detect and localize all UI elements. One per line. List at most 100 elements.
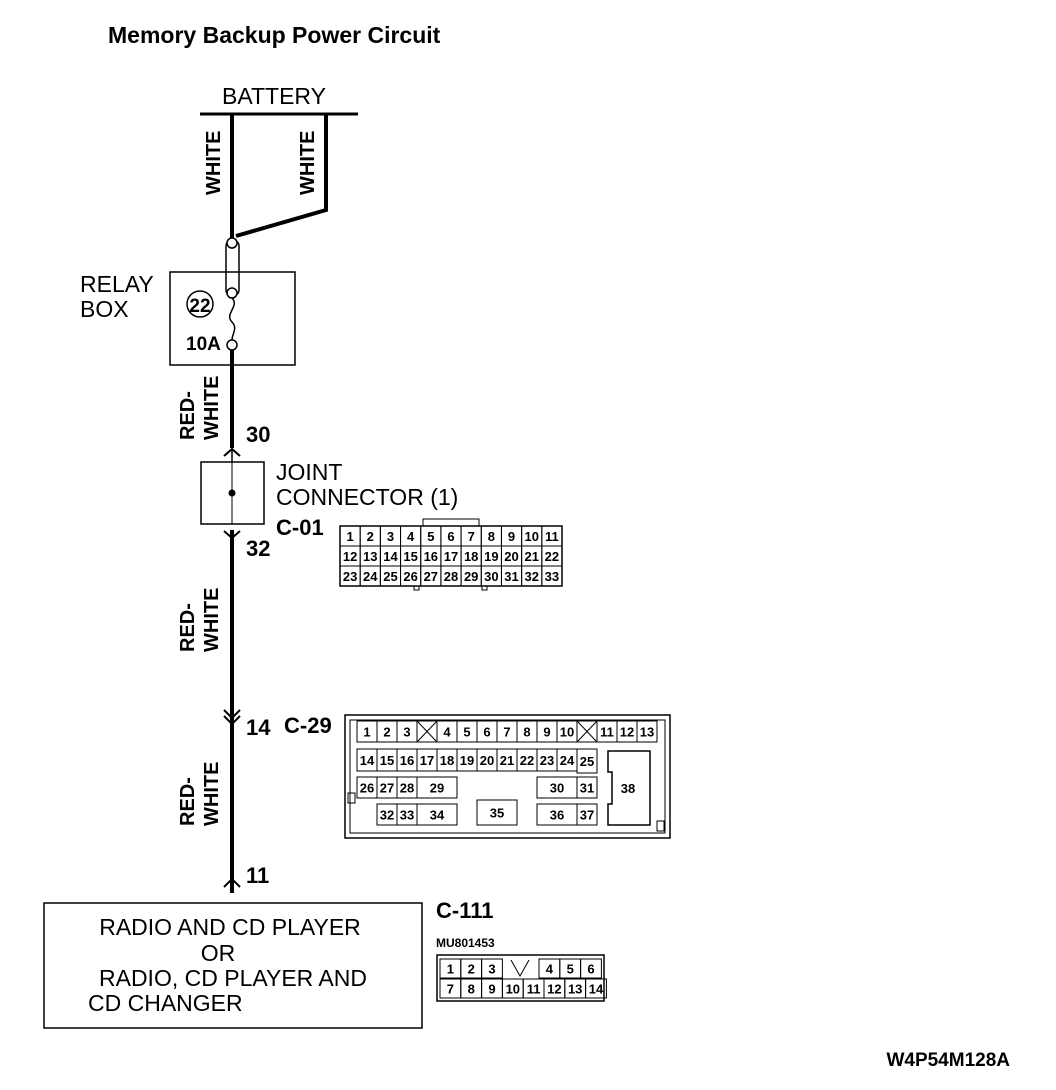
c29-cell-38: 38 — [621, 781, 635, 796]
c01-cell-18: 18 — [464, 549, 478, 564]
c01-cell-25: 25 — [383, 569, 397, 584]
joint-connector: 30 32 JOINT CONNECTOR (1) C-01 — [200, 422, 458, 561]
c01-cell-28: 28 — [444, 569, 458, 584]
c29-cell-6: 6 — [483, 725, 490, 740]
c111-cell-10: 10 — [506, 982, 520, 997]
c111-cell-6: 6 — [587, 962, 594, 977]
c01-cell-9: 9 — [508, 529, 515, 544]
c01-cell-3: 3 — [387, 529, 394, 544]
c29-cell-34-box — [416, 803, 458, 826]
wire-label-red-3: RED- — [177, 777, 199, 826]
c01-cell-2: 2 — [367, 529, 374, 544]
battery-wires: WHITE WHITE — [203, 114, 328, 240]
c29-cell-29-box — [416, 776, 458, 799]
c111-cell-11: 11 — [527, 982, 541, 997]
c01-cell-22: 22 — [545, 549, 559, 564]
c01-cell-33-box — [541, 565, 563, 587]
c29-cell-3: 3 — [403, 725, 410, 740]
radio-part-number: MU801453 — [436, 936, 495, 950]
c29-cell-25-box — [576, 748, 598, 774]
c111-cell-7: 7 — [447, 982, 454, 997]
c29-cell-13: 13 — [640, 725, 654, 740]
c29-cell-31-box — [576, 776, 598, 799]
c29-cell-10: 10 — [560, 725, 574, 740]
c29-cell-1: 1 — [363, 725, 370, 740]
c111-cell-13: 13 — [568, 982, 582, 997]
c29-cell-30: 30 — [550, 781, 564, 796]
c29-cell-9: 9 — [543, 725, 550, 740]
c01-cell-11: 11 — [545, 529, 559, 544]
c29-blank-b-line — [576, 720, 598, 743]
c29-cell-16: 16 — [400, 753, 414, 768]
c29-cell-25: 25 — [580, 754, 594, 769]
c111-cell-3: 3 — [488, 962, 495, 977]
c29-cell-31: 31 — [580, 781, 594, 796]
radio-label-line1: RADIO AND CD PLAYER — [99, 914, 361, 940]
relay-box-label-line2: BOX — [80, 296, 129, 322]
c29-cell-36: 36 — [550, 808, 564, 823]
c29-cell-5: 5 — [463, 725, 470, 740]
c01-cell-26: 26 — [403, 569, 417, 584]
c29-cell-19: 19 — [460, 753, 474, 768]
c01-cell-12: 12 — [343, 549, 357, 564]
relay-box-label-line1: RELAY — [80, 271, 154, 297]
c29-cell-15: 15 — [380, 753, 394, 768]
c01-cell-10: 10 — [524, 529, 538, 544]
c01-cell-16: 16 — [424, 549, 438, 564]
diagram-title: Memory Backup Power Circuit — [108, 22, 441, 48]
c01-cell-5: 5 — [427, 529, 434, 544]
main-wire: RED- WHITE RED- WHITE RED- WHITE — [177, 350, 234, 893]
c111-cell-4: 4 — [546, 962, 554, 977]
fuse-rating: 10A — [186, 334, 221, 355]
c111-cell-14: 14 — [589, 982, 604, 997]
radio-connector-code: C-111 — [436, 898, 494, 923]
joint-connector-label-line2: CONNECTOR (1) — [276, 484, 458, 510]
c29-cell-13-box — [636, 720, 658, 743]
c111-cell-9: 9 — [488, 982, 495, 997]
wire-label-white-1: WHITE — [203, 131, 225, 195]
joint-connector-code: C-01 — [276, 515, 324, 540]
c01-cell-31: 31 — [504, 569, 518, 584]
fuse-number: 22 — [189, 296, 210, 317]
c01-cell-29: 29 — [464, 569, 478, 584]
battery: BATTERY — [200, 83, 358, 116]
c111-cell-3-box — [481, 958, 503, 979]
c29-cell-32: 32 — [380, 808, 394, 823]
c01-cell-6: 6 — [447, 529, 454, 544]
c29-cell-24: 24 — [560, 753, 575, 768]
wire-label-red-3b: WHITE — [201, 762, 223, 826]
radio-label-line3: RADIO, CD PLAYER AND — [99, 965, 367, 991]
c01-cell-20: 20 — [504, 549, 518, 564]
c111-cell-6-box — [580, 958, 602, 979]
c01-cell-14: 14 — [383, 549, 398, 564]
c01-cell-32: 32 — [524, 569, 538, 584]
c01-cell-17: 17 — [444, 549, 458, 564]
c29-cell-35: 35 — [490, 806, 504, 821]
wire-label-red-2b: WHITE — [201, 588, 223, 652]
radio-label-line2: OR — [201, 940, 236, 966]
c29-cell-20: 20 — [480, 753, 494, 768]
c29-cell-34: 34 — [430, 808, 445, 823]
c29-cell-14: 14 — [360, 753, 375, 768]
c29-cell-26: 26 — [360, 781, 374, 796]
radio-pin: 11 — [246, 863, 269, 888]
c29-cell-4: 4 — [443, 725, 451, 740]
diagram-code: W4P54M128A — [886, 1050, 1010, 1071]
joint-pin-out: 32 — [246, 536, 270, 561]
c01-cell-7: 7 — [468, 529, 475, 544]
c111-cell-14-box — [585, 978, 607, 999]
c111-key-triangle — [510, 959, 530, 978]
c01-cell-30: 30 — [484, 569, 498, 584]
c01-cell-13: 13 — [363, 549, 377, 564]
c29-cell-29: 29 — [430, 781, 444, 796]
c29-cell-22: 22 — [520, 753, 534, 768]
joint-pin-in: 30 — [246, 422, 270, 447]
c29-cell-23: 23 — [540, 753, 554, 768]
battery-label: BATTERY — [222, 83, 326, 109]
c111-cell-2: 2 — [468, 962, 475, 977]
c29-cell-17: 17 — [420, 753, 434, 768]
wire-label-white-2: WHITE — [297, 131, 319, 195]
c01-cell-23: 23 — [343, 569, 357, 584]
